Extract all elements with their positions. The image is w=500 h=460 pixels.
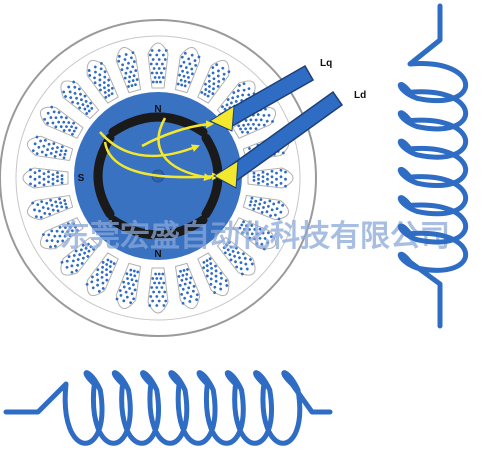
- pole-label-top: N: [154, 104, 161, 115]
- stator-slot: [60, 80, 100, 120]
- flux-arrow-2: [157, 117, 212, 181]
- stator-slot: [197, 59, 231, 104]
- stator-slot: [247, 167, 294, 189]
- stator-slot: [242, 194, 289, 221]
- stator-slot: [115, 262, 142, 309]
- lq-label: Lq: [320, 58, 332, 69]
- lq-inductance-arrow: [208, 64, 315, 132]
- stator-slot: [85, 252, 119, 297]
- stator-slot: [27, 194, 74, 221]
- stator-slot: [115, 47, 142, 94]
- watermark-text: 东莞宏盛自动化科技有限公司: [60, 219, 450, 253]
- stator-slot: [60, 236, 100, 276]
- stator-slot: [174, 47, 201, 94]
- stator-slot: [216, 236, 256, 276]
- flux-arrow-1: [99, 131, 200, 158]
- stator-slot: [147, 267, 169, 314]
- stator-slot: [39, 105, 84, 139]
- stator-slot: [147, 42, 169, 89]
- ld-inductance-arrow: [213, 90, 344, 189]
- stator-slot: [197, 252, 230, 297]
- rotor-pole-bottom: [108, 215, 208, 240]
- horizontal-coil: [3, 370, 333, 446]
- flux-arrow-3: [141, 120, 214, 148]
- pole-label-left: S: [78, 173, 85, 184]
- stator-slot: [174, 262, 201, 309]
- stator-slot: [27, 135, 74, 162]
- stator-slot: [22, 167, 69, 189]
- pole-label-bottom: N: [154, 249, 161, 260]
- stator-slot: [232, 217, 277, 251]
- flux-arrow-4: [103, 141, 220, 181]
- vertical-coil: [397, 3, 469, 329]
- ld-label: Ld: [354, 90, 366, 101]
- stator-slot: [39, 217, 84, 250]
- stator-slot: [86, 59, 119, 104]
